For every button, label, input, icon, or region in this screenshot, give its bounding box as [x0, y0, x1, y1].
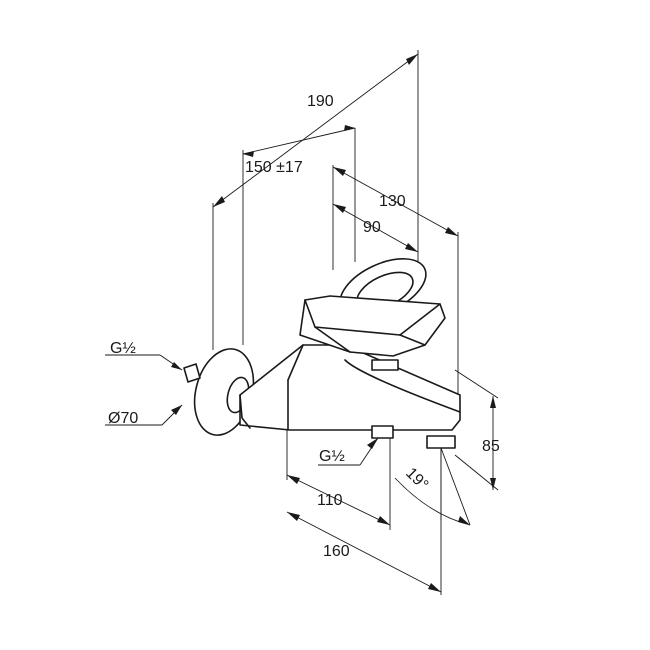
label-190: 190 — [307, 93, 334, 110]
dim-line-160 — [286, 511, 442, 593]
label-160: 160 — [323, 543, 350, 560]
lever-handle — [299, 295, 446, 357]
label-inlet-thread: G½ — [110, 340, 136, 357]
label-130: 130 — [379, 193, 406, 210]
mixer-body — [183, 258, 461, 449]
extension-lines — [212, 50, 499, 595]
lever-stem — [371, 359, 399, 371]
dim-line-90 — [332, 203, 419, 253]
dim-line-130 — [332, 166, 459, 237]
label-90: 90 — [363, 219, 381, 236]
dimension-labels: 190 150 ±17 130 90 85 110 160 19° G½ Ø70… — [108, 93, 500, 560]
dim-line-150 — [242, 127, 356, 155]
dim-line-110 — [286, 474, 391, 526]
label-outlet-thread: G½ — [319, 448, 345, 465]
label-escutcheon-diameter: Ø70 — [108, 410, 138, 427]
label-85: 85 — [482, 438, 500, 455]
outlet-spout — [371, 425, 456, 449]
dim-line-190 — [212, 53, 419, 208]
main-body — [239, 344, 461, 431]
label-150: 150 ±17 — [245, 159, 303, 176]
dimension-lines — [105, 53, 496, 593]
label-110: 110 — [317, 492, 343, 509]
